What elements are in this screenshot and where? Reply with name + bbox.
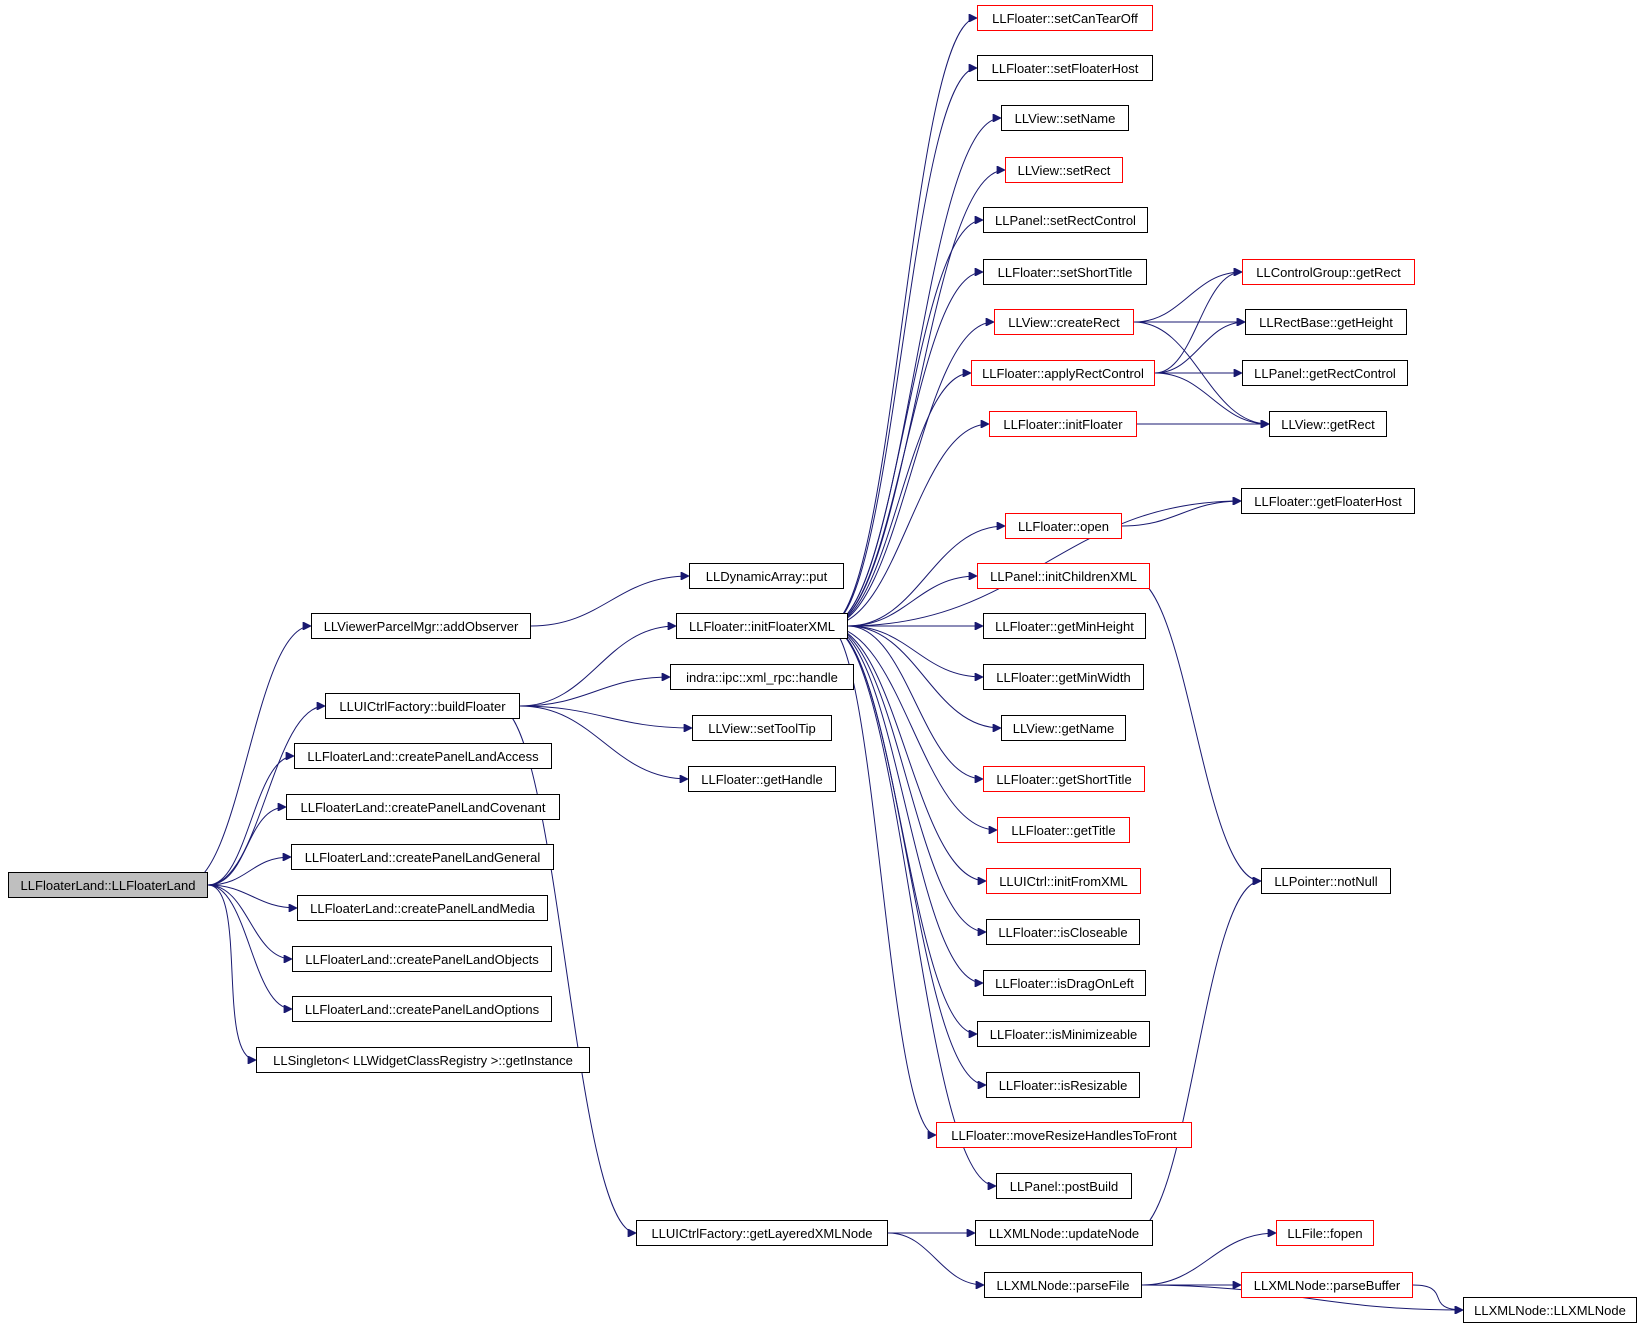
node-getrectcontrol[interactable]: LLPanel::getRectControl: [1242, 360, 1408, 386]
edge-getLayeredXMLNode-to-parseFile: [887, 1232, 984, 1285]
node-moveresizehandlestofront[interactable]: LLFloater::moveResizeHandlesToFront: [936, 1122, 1192, 1148]
node-createpanellandcovenant[interactable]: LLFloaterLand::createPanelLandCovenant: [286, 794, 560, 820]
edge-initFloaterXML-to-initFromXML: [827, 625, 986, 881]
node-initchildrenxml[interactable]: LLPanel::initChildrenXML: [977, 563, 1150, 589]
node-createpanellandmedia[interactable]: LLFloaterLand::createPanelLandMedia: [297, 895, 548, 921]
node-xmlnode-ctor[interactable]: LLXMLNode::LLXMLNode: [1463, 1297, 1637, 1323]
edge-parseFile-to-fopen: [1141, 1233, 1276, 1286]
node-createrect[interactable]: LLView::createRect: [994, 309, 1134, 335]
node-setfloaterhost[interactable]: LLFloater::setFloaterHost: [977, 55, 1153, 81]
node-parsefile[interactable]: LLXMLNode::parseFile: [984, 1272, 1142, 1298]
edge-root-to-getInstance: [207, 884, 256, 1060]
edge-updateNode-to-notNull: [1131, 881, 1261, 1234]
node-pointer-notnull[interactable]: LLPointer::notNull: [1261, 868, 1391, 894]
node-getminheight[interactable]: LLFloater::getMinHeight: [983, 613, 1146, 639]
edge-initFloaterXML-to-getMinWidth: [847, 625, 983, 677]
edge-applyRectControl-to-cgGetRect: [1154, 272, 1242, 374]
edge-initFloaterXML-to-isDragOnLeft: [827, 625, 983, 983]
node-setrectcontrol[interactable]: LLPanel::setRectControl: [983, 207, 1148, 233]
edge-initFloaterXML-to-setFloaterHost: [827, 68, 977, 627]
edge-buildFloater-to-getHandle: [519, 705, 688, 779]
node-llfloaterland-ctor: LLFloaterLand::LLFloaterLand: [8, 872, 208, 898]
node-getname[interactable]: LLView::getName: [1001, 715, 1126, 741]
node-updatenode[interactable]: LLXMLNode::updateNode: [975, 1220, 1153, 1246]
node-controlgroup-getrect[interactable]: LLControlGroup::getRect: [1242, 259, 1415, 285]
edge-applyRectControl-to-getHeight: [1154, 322, 1245, 374]
node-getshorttitle[interactable]: LLFloater::getShortTitle: [983, 766, 1145, 792]
node-gettitle[interactable]: LLFloater::getTitle: [997, 817, 1130, 843]
edge-initFloaterXML-to-postBuild: [827, 625, 996, 1186]
node-view-getrect[interactable]: LLView::getRect: [1269, 411, 1387, 437]
node-applyrectcontrol[interactable]: LLFloater::applyRectControl: [971, 360, 1155, 386]
node-file-fopen[interactable]: LLFile::fopen: [1276, 1220, 1374, 1246]
node-isresizable[interactable]: LLFloater::isResizable: [986, 1072, 1140, 1098]
node-parsebuffer[interactable]: LLXMLNode::parseBuffer: [1241, 1272, 1413, 1298]
edge-buildFloater-to-getLayeredXMLNode: [496, 705, 636, 1233]
edge-buildFloater-to-setToolTip: [519, 705, 692, 728]
node-settooltip[interactable]: LLView::setToolTip: [692, 715, 832, 741]
edge-initFloaterXML-to-createRect: [827, 322, 994, 627]
node-iscloseable[interactable]: LLFloater::isCloseable: [986, 919, 1140, 945]
node-setshorttitle[interactable]: LLFloater::setShortTitle: [983, 259, 1147, 285]
edge-root-to-cplMedia: [207, 884, 297, 908]
node-addobserver[interactable]: LLViewerParcelMgr::addObserver: [311, 613, 531, 639]
node-createpanellandaccess[interactable]: LLFloaterLand::createPanelLandAccess: [294, 743, 552, 769]
node-createpanellandgeneral[interactable]: LLFloaterLand::createPanelLandGeneral: [291, 844, 554, 870]
edge-initFloaterXML-to-setRect: [827, 170, 1005, 627]
node-rectbase-getheight[interactable]: LLRectBase::getHeight: [1245, 309, 1407, 335]
node-createpanellandoptions[interactable]: LLFloaterLand::createPanelLandOptions: [292, 996, 552, 1022]
node-xml-rpc-handle[interactable]: indra::ipc::xml_rpc::handle: [670, 664, 854, 690]
edge-initFloaterXML-to-setRectControl: [827, 220, 983, 627]
edge-initFloaterXML-to-open: [847, 526, 1005, 627]
edge-initFloaterXML-to-setCanTearOff: [827, 18, 977, 627]
node-gethandle[interactable]: LLFloater::getHandle: [688, 766, 836, 792]
node-buildfloater[interactable]: LLUICtrlFactory::buildFloater: [325, 693, 520, 719]
node-getlayeredxmlnode[interactable]: LLUICtrlFactory::getLayeredXMLNode: [636, 1220, 888, 1246]
edge-root-to-cplObjects: [207, 884, 292, 959]
node-initfloaterxml[interactable]: LLFloater::initFloaterXML: [676, 613, 848, 639]
node-setname[interactable]: LLView::setName: [1001, 105, 1129, 131]
edge-root-to-cplGeneral: [207, 857, 291, 886]
edge-initFloaterXML-to-getTitle: [827, 625, 997, 830]
edge-initFloaterXML-to-setShortTitle: [827, 272, 983, 627]
node-initfromxml[interactable]: LLUICtrl::initFromXML: [986, 868, 1141, 894]
edge-buildFloater-to-initFloaterXML: [519, 626, 676, 707]
node-singleton-getinstance[interactable]: LLSingleton< LLWidgetClassRegistry >::ge…: [256, 1047, 590, 1073]
edge-buildFloater-to-xmlrpcHandle: [519, 677, 670, 707]
edge-initChildrenXML-to-notNull: [1129, 575, 1261, 881]
edge-applyRectControl-to-viewGetRect: [1154, 372, 1269, 424]
edge-initFloaterXML-to-getShortTitle: [847, 625, 983, 779]
edge-root-to-buildFloater: [207, 706, 325, 886]
edge-root-to-cplOptions: [207, 884, 292, 1009]
edge-parseBuffer-to-xmlNodeCtor: [1412, 1284, 1463, 1310]
node-isdragonleft[interactable]: LLFloater::isDragOnLeft: [983, 970, 1146, 996]
edge-initFloaterXML-to-moveResize: [827, 625, 936, 1135]
edge-initFloaterXML-to-initFloater: [827, 424, 989, 627]
node-dynamicarray-put[interactable]: LLDynamicArray::put: [689, 563, 844, 589]
node-setrect[interactable]: LLView::setRect: [1005, 157, 1123, 183]
node-getfloaterhost[interactable]: LLFloater::getFloaterHost: [1241, 488, 1415, 514]
edge-initFloaterXML-to-isCloseable: [827, 625, 986, 932]
node-isminimizeable[interactable]: LLFloater::isMinimizeable: [977, 1021, 1150, 1047]
edge-initFloaterXML-to-initChildrenXML: [847, 576, 977, 627]
edge-open-to-getFloaterHost: [1121, 501, 1241, 527]
edge-initFloaterXML-to-isResizable: [827, 625, 986, 1085]
node-postbuild[interactable]: LLPanel::postBuild: [996, 1173, 1132, 1199]
edge-createRect-to-cgGetRect: [1133, 272, 1242, 323]
edge-root-to-cplAccess: [207, 756, 294, 886]
node-initfloater[interactable]: LLFloater::initFloater: [989, 411, 1137, 437]
node-open[interactable]: LLFloater::open: [1005, 513, 1122, 539]
node-createpanellandobjects[interactable]: LLFloaterLand::createPanelLandObjects: [292, 946, 552, 972]
edge-initFloaterXML-to-getName: [847, 625, 1001, 728]
node-setcantearoff[interactable]: LLFloater::setCanTearOff: [977, 5, 1153, 31]
edge-root-to-cplCovenant: [207, 807, 286, 886]
edge-initFloaterXML-to-applyRectControl: [827, 373, 971, 627]
node-getminwidth[interactable]: LLFloater::getMinWidth: [983, 664, 1144, 690]
edge-addObserver-to-dynPut: [530, 576, 689, 627]
